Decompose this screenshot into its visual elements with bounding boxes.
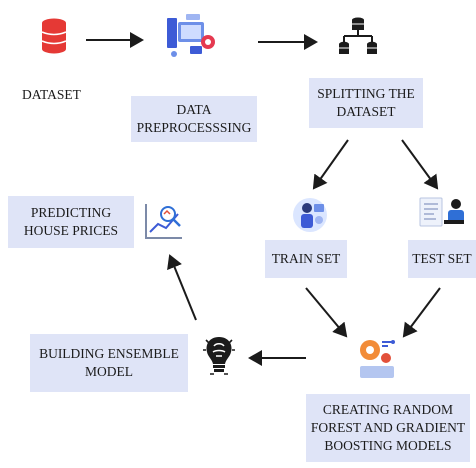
creating-models-label: CREATING RANDOM FOREST AND GRADIENT BOOS… xyxy=(310,401,466,454)
predicting-label: PREDICTING HOUSE PRICES xyxy=(23,204,119,238)
creating-models-box: CREATING RANDOM FOREST AND GRADIENT BOOS… xyxy=(306,394,470,462)
arrow-splitting-to-test xyxy=(401,139,439,190)
arrow-test-to-creating xyxy=(402,287,441,338)
data-processing-icon xyxy=(164,12,220,65)
arrow-building-to-predicting xyxy=(167,254,197,321)
train-set-box: TRAIN SET xyxy=(265,240,347,278)
lightbulb-icon xyxy=(202,334,236,383)
splitting-box: SPLITTING THE DATASET xyxy=(309,78,423,128)
dataset-label: DATASET xyxy=(22,87,81,102)
test-person-icon xyxy=(418,194,468,235)
split-tree-icon xyxy=(338,16,378,65)
ai-model-icon xyxy=(356,336,398,385)
train-person-icon xyxy=(292,196,328,239)
preprocessing-box: DATA PREPROCESSSING xyxy=(131,96,257,142)
train-set-label: TRAIN SET xyxy=(271,250,341,266)
building-ensemble-label: BUILDING ENSEMBLE MODEL xyxy=(39,345,179,379)
test-set-label: TEST SET xyxy=(412,250,472,266)
arrow-splitting-to-train xyxy=(312,139,349,190)
chart-analysis-icon xyxy=(142,202,184,247)
predicting-box: PREDICTING HOUSE PRICES xyxy=(8,196,134,248)
test-set-box: TEST SET xyxy=(408,240,476,278)
splitting-label: SPLITTING THE DATASET xyxy=(317,85,415,119)
building-ensemble-box: BUILDING ENSEMBLE MODEL xyxy=(30,334,188,392)
arrow-train-to-creating xyxy=(305,287,348,338)
preprocessing-label: DATA PREPROCESSSING xyxy=(136,101,252,135)
database-icon xyxy=(40,18,68,59)
